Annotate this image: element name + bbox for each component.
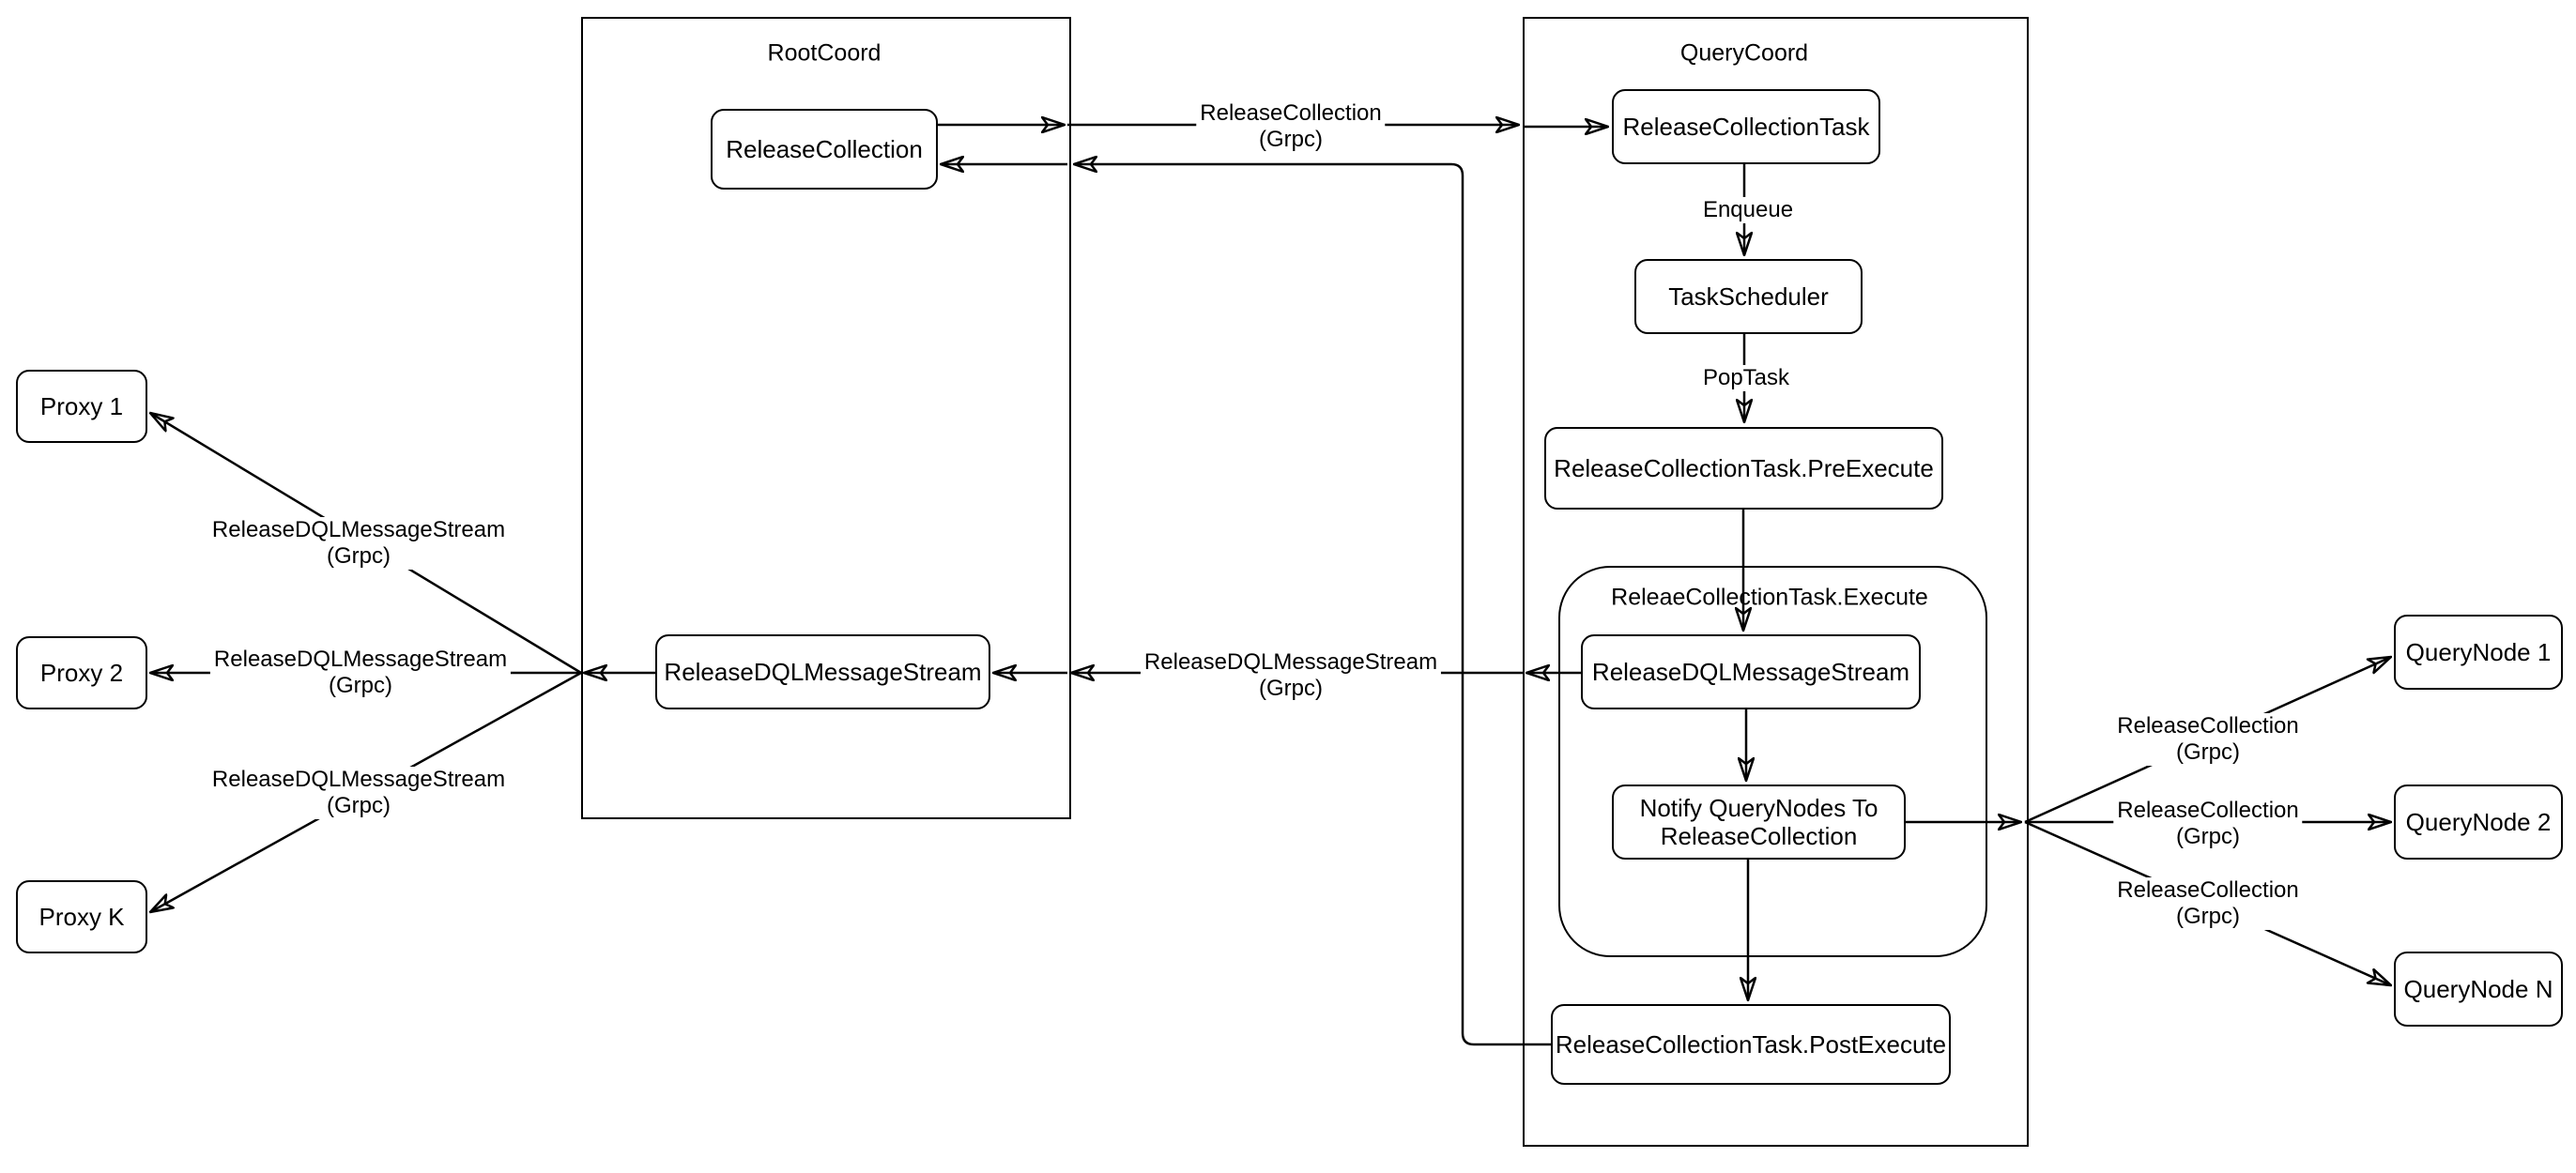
- node-proxy-k: Proxy K: [16, 880, 147, 953]
- node-label: ReleaseCollectionTask: [1622, 113, 1870, 141]
- node-label: QueryNode 2: [2405, 808, 2552, 836]
- edge-label-line: (Grpc): [1258, 127, 1323, 152]
- node-query-node-2: QueryNode 2: [2394, 785, 2563, 860]
- node-label: Proxy K: [38, 903, 125, 931]
- node-release-collection-task: ReleaseCollectionTask: [1612, 89, 1880, 164]
- edge-label-line: (Grpc): [328, 673, 392, 698]
- edge-label-dqlstream-proxyk: ReleaseDQLMessageStream (Grpc): [207, 767, 510, 819]
- node-label: Proxy 1: [39, 392, 124, 420]
- node-label: ReleaseDQLMessageStream: [664, 658, 982, 686]
- edge-label-line: ReleaseDQLMessageStream: [211, 767, 506, 792]
- node-label: ReleaseCollection: [726, 135, 923, 163]
- edge-label-line: (Grpc): [326, 543, 391, 569]
- edge-label-line: PopTask: [1702, 365, 1790, 390]
- node-label: Proxy 2: [39, 659, 124, 687]
- edge-label-line: Enqueue: [1702, 197, 1794, 222]
- edge-label-dqlstream-mid: ReleaseDQLMessageStream (Grpc): [1140, 649, 1442, 702]
- edge-label-line: ReleaseDQLMessageStream: [211, 517, 506, 542]
- edge-label-dqlstream-proxy2: ReleaseDQLMessageStream (Grpc): [209, 647, 512, 699]
- node-query-node-n: QueryNode N: [2394, 952, 2563, 1027]
- container-rootcoord-title: RootCoord: [767, 39, 882, 67]
- edge-label-line: (Grpc): [1258, 676, 1323, 701]
- edge-label-line: (Grpc): [326, 793, 391, 818]
- edge-label-dqlstream-proxy1: ReleaseDQLMessageStream (Grpc): [207, 517, 510, 570]
- node-label: Notify QueryNodes To ReleaseCollection: [1639, 794, 1878, 850]
- group-execute: [1558, 566, 1987, 957]
- edge-label-line: (Grpc): [2175, 904, 2240, 929]
- edge-label-releasecollection-qnn: ReleaseCollection (Grpc): [2113, 877, 2303, 930]
- node-label: QueryNode N: [2403, 975, 2553, 1003]
- group-execute-title: ReleaeCollectionTask.Execute: [1611, 584, 1928, 611]
- edge-label-line: ReleaseCollection: [2117, 877, 2299, 903]
- node-label: QueryNode 1: [2405, 638, 2552, 666]
- node-proxy-2: Proxy 2: [16, 636, 147, 709]
- edge-label-poptask: PopTask: [1698, 365, 1794, 391]
- edge-label-enqueue: Enqueue: [1698, 197, 1798, 223]
- node-label: ReleaseCollectionTask.PreExecute: [1554, 454, 1934, 482]
- edge-label-line: ReleaseDQLMessageStream: [1143, 649, 1438, 675]
- edge-label-line: ReleaseCollection: [2117, 798, 2299, 823]
- container-rootcoord: [581, 17, 1071, 819]
- node-release-collection: ReleaseCollection: [711, 109, 938, 190]
- container-querycoord-title: QueryCoord: [1679, 39, 1809, 67]
- edge-label-line: ReleaseDQLMessageStream: [213, 647, 508, 672]
- edge-label-releasecollection-qn2: ReleaseCollection (Grpc): [2113, 798, 2303, 850]
- edge-postexecute-return: [1074, 164, 1551, 1046]
- node-pre-execute: ReleaseCollectionTask.PreExecute: [1544, 427, 1943, 510]
- node-execute-dql-stream: ReleaseDQLMessageStream: [1581, 634, 1921, 709]
- node-rootcoord-dql-stream: ReleaseDQLMessageStream: [655, 634, 990, 709]
- node-task-scheduler: TaskScheduler: [1634, 259, 1863, 334]
- container-querycoord: [1523, 17, 2029, 1147]
- edge-label-line: (Grpc): [2175, 739, 2240, 765]
- edge-label-releasecollection-grpc-top: ReleaseCollection (Grpc): [1196, 100, 1386, 153]
- edge-label-line: ReleaseCollection: [1200, 100, 1382, 126]
- node-notify-query-nodes: Notify QueryNodes To ReleaseCollection: [1612, 785, 1906, 860]
- node-proxy-1: Proxy 1: [16, 370, 147, 443]
- node-label: ReleaseDQLMessageStream: [1591, 658, 1910, 686]
- node-label: TaskScheduler: [1668, 282, 1829, 311]
- edge-label-releasecollection-qn1: ReleaseCollection (Grpc): [2113, 713, 2303, 766]
- edge-label-line: ReleaseCollection: [2117, 713, 2299, 739]
- node-post-execute: ReleaseCollectionTask.PostExecute: [1551, 1004, 1951, 1085]
- node-label: ReleaseCollectionTask.PostExecute: [1555, 1030, 1947, 1059]
- edge-label-line: (Grpc): [2175, 824, 2240, 849]
- node-query-node-1: QueryNode 1: [2394, 615, 2563, 690]
